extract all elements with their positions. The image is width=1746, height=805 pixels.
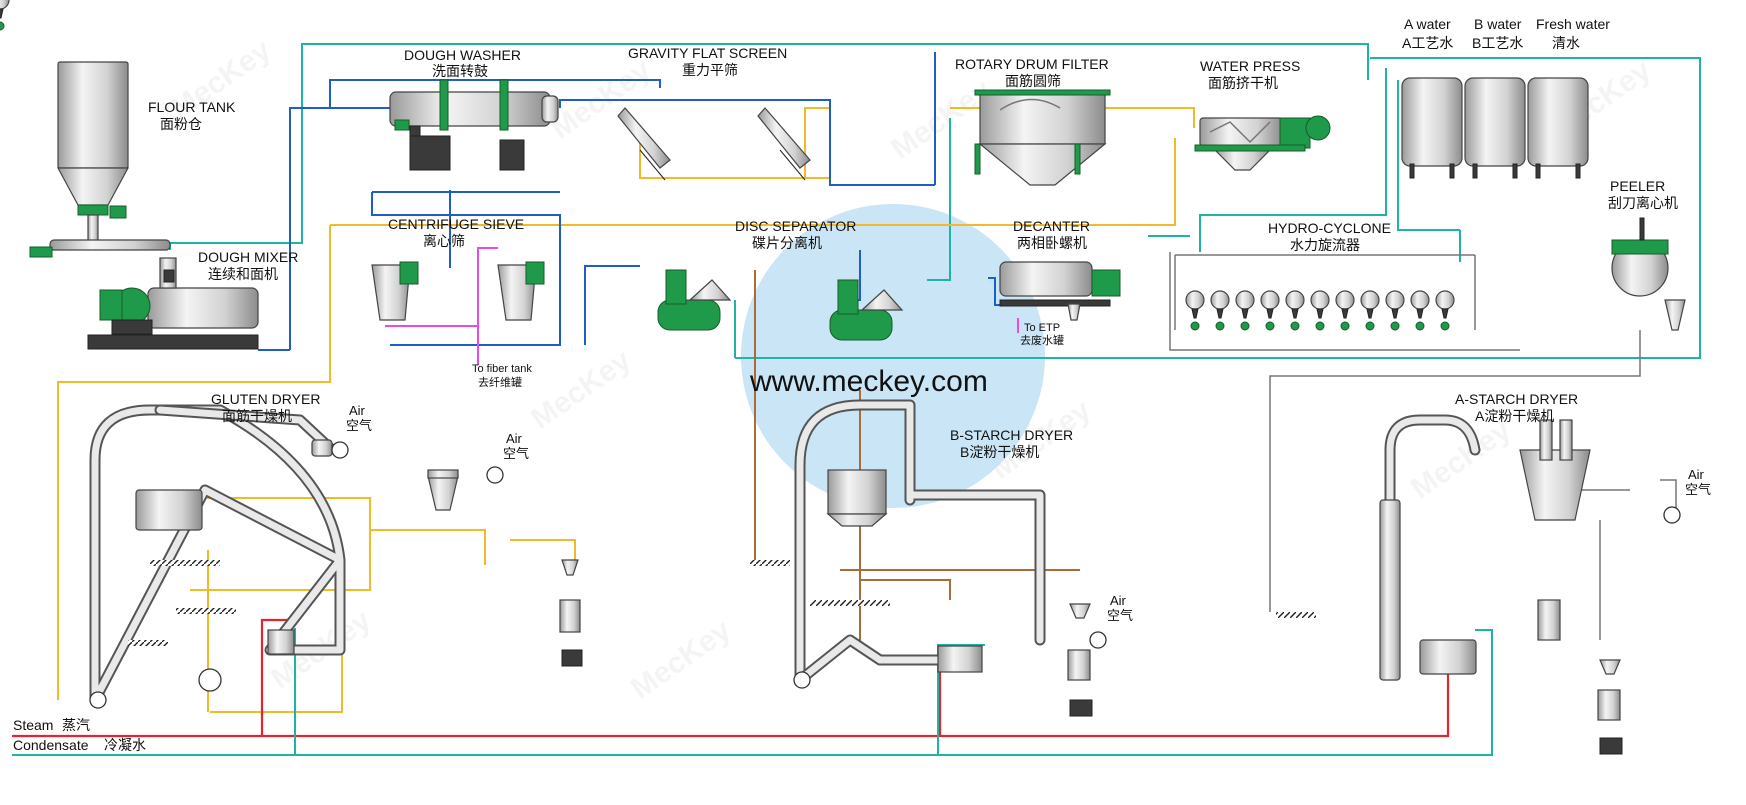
air-fans	[331, 441, 1681, 649]
air-fan-icon	[331, 441, 349, 459]
disc-separator-label: DISC SEPARATOR	[735, 218, 856, 234]
flour-tank-label-zh: 面粉仓	[160, 116, 202, 132]
water-tank-b-label-zh: B工艺水	[1472, 35, 1523, 51]
air-label-zh: 空气	[503, 446, 529, 461]
air-labels: Air 空气 Air 空气 Air 空气 Air 空气	[346, 403, 1711, 623]
water-press-label-zh: 面筋挤干机	[1208, 75, 1278, 91]
peeler-label: PEELER	[1610, 178, 1665, 194]
gluten-dryer-label: GLUTEN DRYER	[211, 391, 320, 407]
to-fiber-tank-label-zh: 去纤维罐	[478, 376, 522, 389]
gluten-dryer	[89, 404, 459, 709]
gravity-flat-screen	[617, 107, 811, 181]
water-tank-fresh-label: Fresh water	[1536, 16, 1610, 32]
dough-mixer-label-zh: 连续和面机	[208, 266, 278, 282]
legend-condensate-label-zh: 冷凝水	[104, 737, 146, 753]
disc-separator	[657, 269, 904, 341]
centrifuge-sieve-label: CENTRIFUGE SIEVE	[388, 216, 524, 232]
water-tanks	[1401, 77, 1589, 179]
rotary-drum-filter-label-zh: 面筋圆筛	[1005, 73, 1061, 89]
legend-steam-label-zh: 蒸汽	[62, 717, 90, 733]
decanter-label-zh: 两相卧螺机	[1017, 235, 1087, 251]
air-label-zh: 空气	[1685, 482, 1711, 497]
centrifuge-sieve-label-zh: 离心筛	[423, 233, 465, 249]
peeler	[1611, 217, 1686, 331]
water-press-label: WATER PRESS	[1200, 58, 1300, 74]
air-label-zh: 空气	[1107, 608, 1133, 623]
water-tank-b-label: B water	[1474, 16, 1522, 32]
legend: Steam 蒸汽 Condensate 冷凝水	[13, 717, 146, 753]
dough-washer	[389, 79, 559, 171]
air-fan-icon	[1663, 506, 1681, 524]
gravity-flat-screen-label: GRAVITY FLAT SCREEN	[628, 45, 787, 61]
decanter	[999, 261, 1121, 321]
equipment-labels: FLOUR TANK 面粉仓 DOUGH MIXER 连续和面机 DOUGH W…	[148, 45, 1678, 460]
svg-text:MecKey: MecKey	[525, 343, 637, 435]
b-starch-dryer-label-zh: B淀粉干燥机	[960, 444, 1039, 460]
dough-washer-label-zh: 洗面转鼓	[432, 63, 488, 79]
b-starch-dryer-label: B-STARCH DRYER	[950, 427, 1073, 443]
a-starch-dryer-label: A-STARCH DRYER	[1455, 391, 1578, 407]
flour-tank	[29, 61, 171, 258]
water-tank-a-label: A water	[1404, 16, 1451, 32]
air-label-zh: 空气	[346, 418, 372, 433]
water-press	[1194, 115, 1331, 171]
hydro-cyclone-label: HYDRO-CYCLONE	[1268, 220, 1391, 236]
dough-mixer	[87, 257, 259, 350]
air-label: Air	[1688, 467, 1705, 482]
dough-mixer-label: DOUGH MIXER	[198, 249, 298, 265]
air-fan-icon	[486, 466, 504, 484]
website-url: www.meckey.com	[749, 365, 988, 398]
water-tank-labels: A water A工艺水 B water B工艺水 Fresh water 清水	[1402, 16, 1610, 51]
air-label: Air	[506, 431, 523, 446]
water-tank-a-label-zh: A工艺水	[1402, 35, 1453, 51]
a-starch-dryer	[1276, 414, 1591, 681]
air-fan-icon	[1089, 631, 1107, 649]
air-label: Air	[349, 403, 366, 418]
hydro-cyclone-label-zh: 水力旋流器	[1290, 237, 1360, 253]
disc-separator-label-zh: 碟片分离机	[752, 235, 822, 251]
packing-stations	[559, 559, 1623, 755]
to-etp-label-zh: 去废水罐	[1020, 333, 1064, 347]
to-etp-label: To ETP	[1024, 322, 1060, 334]
hydro-cyclone	[0, 0, 1476, 331]
to-fiber-tank-label: To fiber tank	[472, 363, 532, 375]
water-tank-fresh-label-zh: 清水	[1552, 35, 1580, 51]
legend-steam-label: Steam	[13, 717, 53, 733]
gluten-dryer-label-zh: 面筋干燥机	[222, 408, 292, 424]
svg-text:MecKey: MecKey	[625, 613, 737, 705]
gravity-flat-screen-label-zh: 重力平筛	[682, 62, 738, 78]
centrifuge-sieve	[371, 261, 545, 321]
b-starch-dryer	[750, 399, 1046, 689]
highlight-circle	[741, 204, 1045, 508]
flour-tank-label: FLOUR TANK	[148, 99, 236, 115]
rotary-drum-filter	[974, 89, 1111, 186]
air-label: Air	[1110, 593, 1127, 608]
legend-condensate-label: Condensate	[13, 737, 89, 753]
dough-washer-label: DOUGH WASHER	[404, 47, 521, 63]
rotary-drum-filter-label: ROTARY DRUM FILTER	[955, 56, 1109, 72]
decanter-label: DECANTER	[1013, 218, 1090, 234]
peeler-label-zh: 刮刀离心机	[1608, 195, 1678, 211]
a-starch-dryer-label-zh: A淀粉干燥机	[1475, 408, 1554, 424]
